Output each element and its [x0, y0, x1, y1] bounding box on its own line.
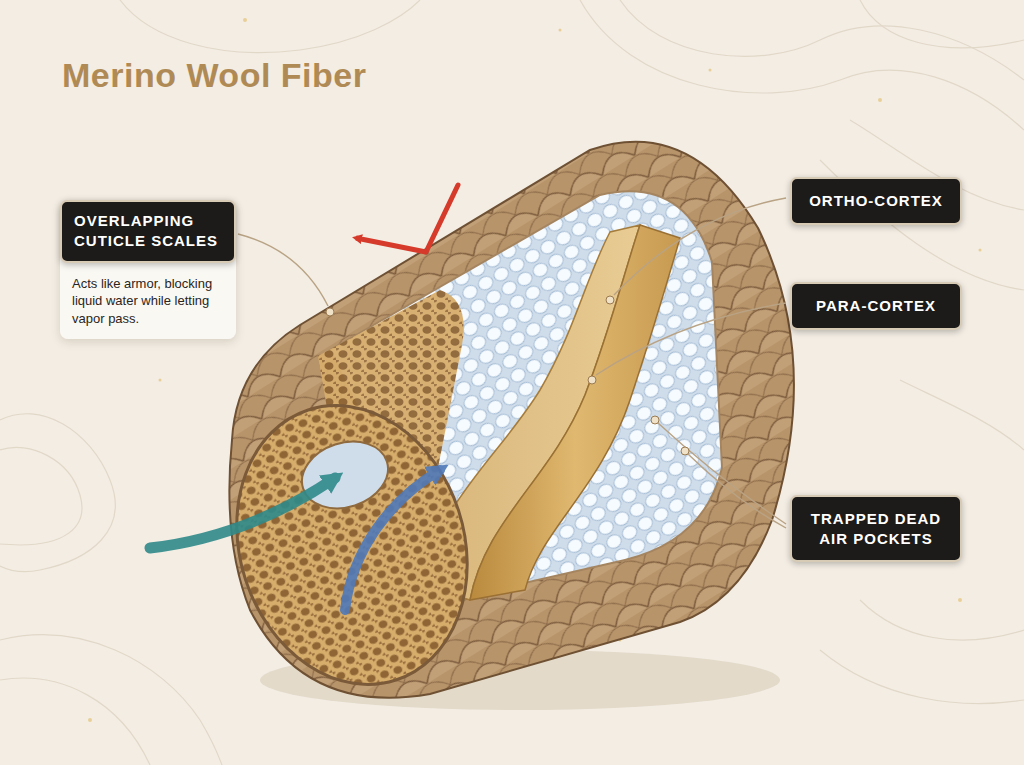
airflow-arrow: [345, 470, 440, 610]
callout-label: ORTHO-CORTEX: [804, 191, 948, 211]
leader-lines: [238, 198, 786, 528]
fiber-cross-section: [202, 375, 503, 714]
callout-heading: OVERLAPPING CUTICLE SCALES: [60, 200, 236, 263]
callout-tag: ORTHO-CORTEX: [790, 177, 962, 225]
rain-arrow-in: [426, 185, 458, 252]
callout-tag: PARA-CORTEX: [790, 282, 962, 330]
callout-label: PARA-CORTEX: [804, 296, 948, 316]
entry-cavity: [293, 431, 396, 519]
ortho-cortex-strand: [470, 225, 680, 600]
callout-tag: TRAPPED DEAD AIR POCKETS: [790, 495, 962, 562]
callout-panel: OVERLAPPING CUTICLE SCALES Acts like armo…: [60, 200, 236, 339]
sparkles: [88, 18, 982, 722]
callout-label: TRAPPED DEAD AIR POCKETS: [804, 509, 948, 548]
diagram-title: Merino Wool Fiber: [62, 56, 366, 95]
leader-dots: [326, 296, 689, 455]
rain-arrow-deflect: [356, 238, 426, 252]
callout-body: Acts like armor, blocking liquid water w…: [72, 275, 224, 328]
vapor-arrow: [150, 478, 335, 548]
